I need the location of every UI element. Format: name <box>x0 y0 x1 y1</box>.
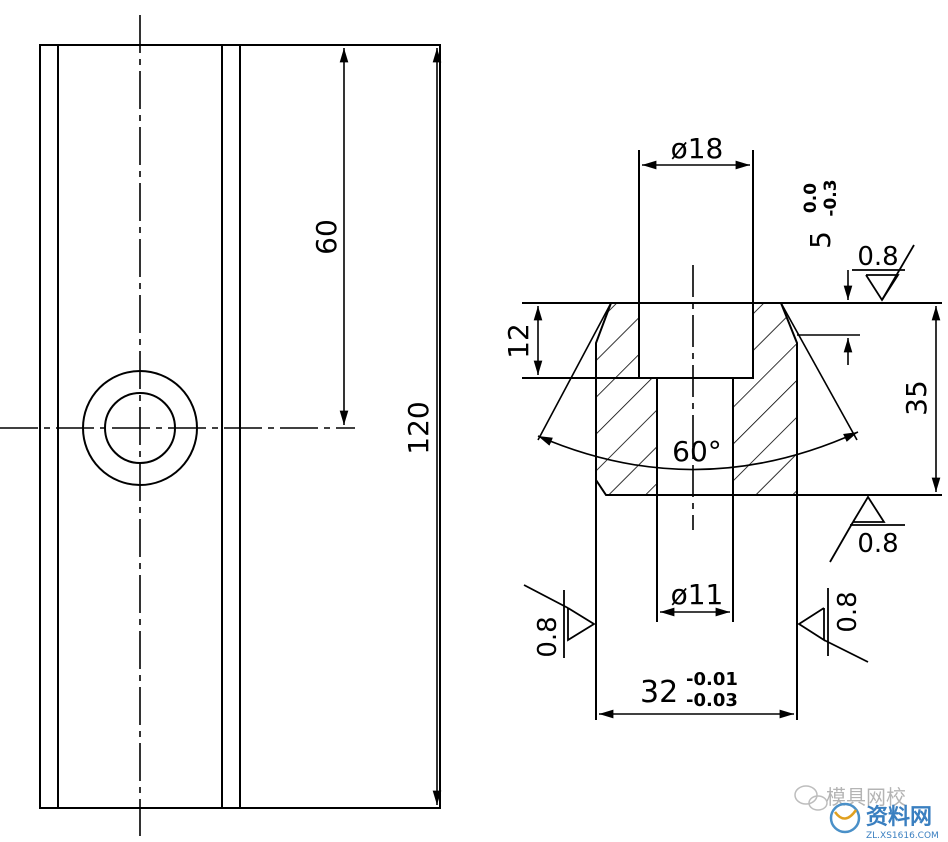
width-tol-lower: -0.03 <box>686 690 738 711</box>
site-logo: 资料网 ZL.XS1616.COM <box>829 802 939 841</box>
angle-extension-left <box>537 302 612 441</box>
roughness-symbol-bottom <box>829 495 905 563</box>
angle-extension-right <box>780 302 858 441</box>
roughness-symbol-top <box>852 244 915 302</box>
depth-base-label: 5 <box>804 231 837 249</box>
roughness-top-label: 0.8 <box>857 242 898 272</box>
roughness-left-label: 0.8 <box>533 616 563 657</box>
roughness-symbol-right <box>797 588 869 663</box>
depth-tol-lower: -0.3 <box>821 179 841 216</box>
depth-tol-upper: 0.0 <box>801 183 821 213</box>
front-view <box>0 15 442 836</box>
width-tol-upper: -0.01 <box>686 669 738 690</box>
logo-icon <box>829 802 861 834</box>
hole-outer-circle <box>82 370 198 486</box>
wechat-icon <box>794 785 828 811</box>
section-view <box>522 150 942 720</box>
roughness-right-label: 0.8 <box>833 591 863 632</box>
angle-label: 60° <box>672 435 722 468</box>
roughness-bottom-label: 0.8 <box>857 529 898 559</box>
dim-60-label: 60 <box>310 219 343 255</box>
site-logo-url: ZL.XS1616.COM <box>866 831 939 841</box>
dim-120-label: 120 <box>402 401 435 454</box>
dim-dia18-label: ø18 <box>671 132 724 165</box>
hole-inner-circle <box>104 392 176 464</box>
site-logo-text: 资料网 <box>866 805 932 830</box>
dim-dia11-label: ø11 <box>671 578 724 611</box>
angle-arc <box>537 431 859 471</box>
roughness-symbol-left <box>523 584 596 658</box>
dim-12-label: 12 <box>502 323 535 359</box>
width-base-label: 32 <box>640 675 678 710</box>
dim-35-label: 35 <box>900 380 933 416</box>
